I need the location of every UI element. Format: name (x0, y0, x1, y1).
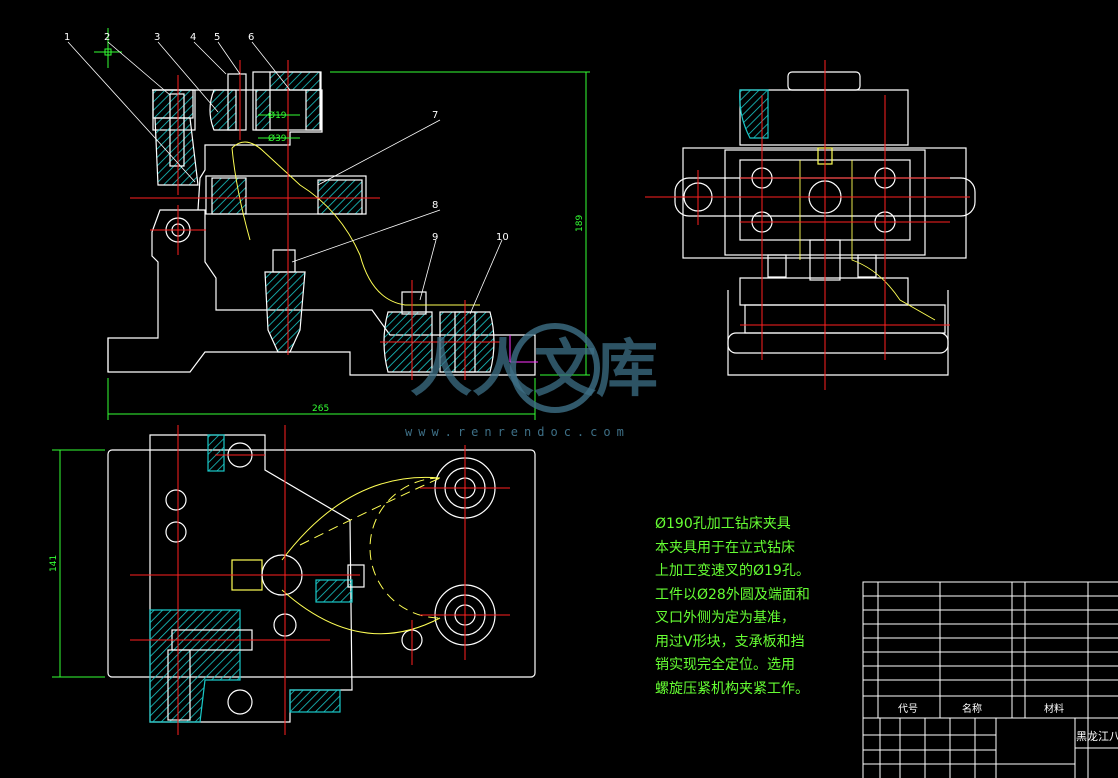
title-block-code-header: 代号 (898, 703, 918, 715)
part-label-7: 7 (432, 110, 438, 121)
front-view (67, 28, 590, 420)
note-line: 上加工变速叉的Ø19孔。 (655, 563, 810, 579)
note-line: 叉口外侧为定为基准， (655, 610, 795, 626)
part-label-1: 1 (64, 32, 70, 43)
note-line: 销实现完全定位。选用 (655, 657, 795, 673)
note-title: Ø190孔加工钻床夹具 (655, 516, 791, 532)
part-label-10: 10 (496, 232, 509, 243)
part-label-9: 9 (432, 232, 438, 243)
dimension-width: 265 (312, 404, 329, 414)
note-line: 本夹具用于在立式钻床 (655, 539, 795, 556)
side-view (645, 60, 976, 390)
part-label-4: 4 (190, 32, 196, 43)
note-line: 工件以Ø28外圆及端面和 (655, 586, 810, 603)
dimension-bore-small: Ø19 (268, 110, 287, 121)
title-block-company: 黑龙江八一 (1076, 730, 1118, 743)
dimension-height: 189 (575, 215, 585, 232)
note-line: 螺旋压紧机构夹紧工作。 (655, 680, 809, 697)
part-label-2: 2 (104, 32, 110, 43)
dimension-depth: 141 (49, 555, 59, 572)
watermark-brand: 人人文库 (410, 332, 658, 405)
part-label-8: 8 (432, 200, 438, 211)
title-block-name-header: 名称 (962, 702, 982, 715)
dimension-bore-large: Ø39 (268, 133, 287, 144)
title-block (862, 581, 1118, 778)
part-label-5: 5 (214, 32, 220, 43)
part-label-3: 3 (154, 32, 160, 43)
watermark-logo: 人人文库 (410, 323, 658, 413)
part-label-6: 6 (248, 32, 254, 43)
top-view (52, 425, 536, 735)
description-note: Ø190孔加工钻床夹具 本夹具用于在立式钻床 上加工变速叉的Ø19孔。 工件以Ø… (655, 513, 855, 701)
note-line: 用过V形块，支承板和挡 (655, 633, 805, 650)
watermark-url: www.renrendoc.com (405, 425, 630, 439)
title-block-material-header: 材料 (1044, 702, 1064, 715)
